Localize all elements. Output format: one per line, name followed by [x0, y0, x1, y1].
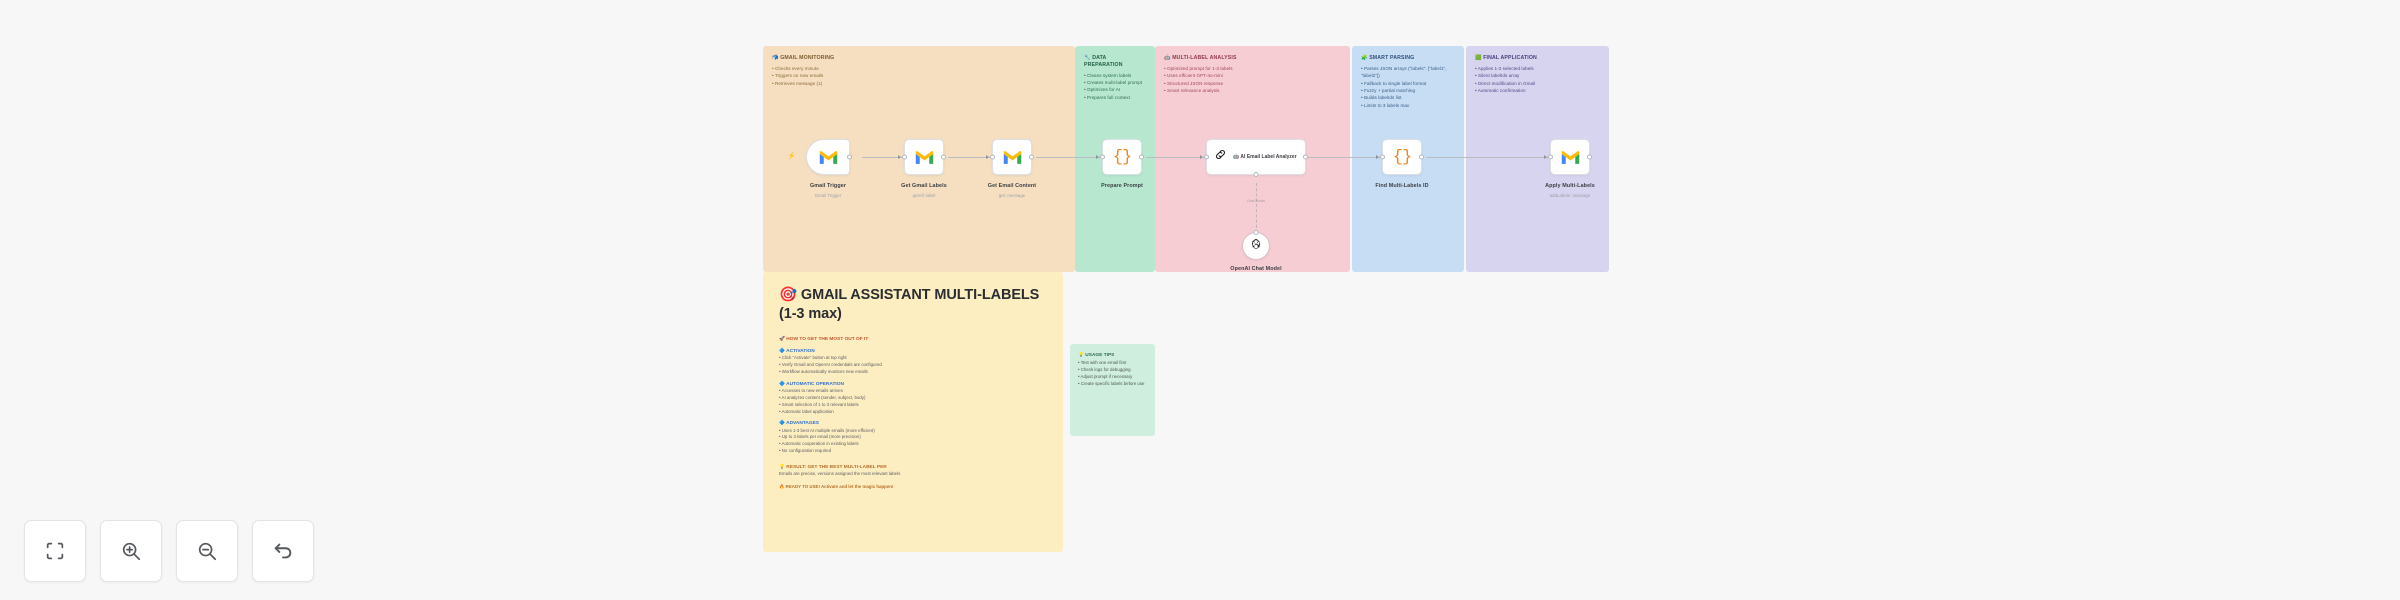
- section-bullet: Accesses to new emails arrives: [779, 388, 1047, 395]
- zoom-out-icon: [196, 540, 218, 562]
- output-port[interactable]: [1029, 154, 1034, 160]
- zone-title: 🤖 MULTI-LABEL ANALYSIS: [1164, 55, 1237, 61]
- zoom-in-button[interactable]: [100, 520, 162, 582]
- tips-title: 💡 USAGE TIPS: [1078, 353, 1115, 358]
- zone-bullet: Automatic confirmation: [1475, 87, 1600, 94]
- node-ai-email-label-analyzer[interactable]: 🤖 AI Email Label Analyzer: [1204, 139, 1308, 177]
- section-bullet: Automatic cooperation in existing labels: [779, 441, 1047, 448]
- section-bullet: Smart selection of 1 to 3 relevant label…: [779, 402, 1047, 409]
- node-label: 🤖 AI Email Label Analyzer: [1233, 153, 1297, 160]
- gmail-icon: [819, 150, 838, 165]
- code-icon: {}: [1112, 147, 1132, 167]
- zone-title: 🧩 SMART PARSING: [1361, 55, 1415, 61]
- tips-bullet: Create specific labels before use: [1078, 380, 1147, 387]
- zone-title: 📬 GMAIL MONITORING: [772, 55, 835, 61]
- zone-bullet: Builds labelIds list: [1361, 94, 1455, 101]
- zone-bullet: Prepares full context: [1084, 94, 1146, 101]
- zone-bullet: Fuzzy + partial matching: [1361, 87, 1455, 94]
- node-get-gmail-labels[interactable]: [902, 139, 946, 175]
- node-find-multi-labels-id[interactable]: {}: [1380, 139, 1424, 175]
- gmail-icon: [1561, 150, 1580, 165]
- zone-bullet: Optimized prompt for 1-3 labels: [1164, 65, 1341, 72]
- input-port[interactable]: [902, 154, 907, 160]
- input-port[interactable]: [1204, 154, 1209, 160]
- sticky-note-usage-tips[interactable]: 💡 USAGE TIPS Test with one email first C…: [1070, 344, 1155, 436]
- section-bullet: Workflow automatically monitors new emai…: [779, 369, 1047, 376]
- output-port[interactable]: [1419, 154, 1424, 160]
- zone-bullet: Applies 1-3 selected labels: [1475, 65, 1600, 72]
- sticky-intro-heading: 🚀 HOW TO GET THE MOST OUT OF IT: [779, 337, 869, 343]
- sticky-note-title: 🎯 GMAIL ASSISTANT MULTI-LABELS (1-3 max): [779, 286, 1047, 323]
- zone-bullet: Cleans system labels: [1084, 72, 1146, 79]
- output-port[interactable]: [847, 154, 852, 160]
- zone-bullet: Optimizes for AI: [1084, 86, 1146, 93]
- chain-link-icon: [1214, 148, 1227, 166]
- sticky-note-title-text: GMAIL ASSISTANT MULTI-LABELS (1-3 max): [779, 287, 1040, 322]
- zoom-in-icon: [120, 540, 142, 562]
- footer-heading: 💡 RESULT: GET THE BEST MULTI-LABEL PER: [779, 464, 887, 470]
- node-gmail-trigger[interactable]: [806, 139, 852, 175]
- node-get-email-content[interactable]: [990, 139, 1034, 175]
- node-prepare-prompt[interactable]: {}: [1100, 139, 1144, 175]
- target-emoji-icon: 🎯: [779, 287, 797, 303]
- input-port[interactable]: [1100, 154, 1105, 160]
- input-port[interactable]: [990, 154, 995, 160]
- canvas-zoom-toolbar: [24, 520, 314, 582]
- zoom-out-button[interactable]: [176, 520, 238, 582]
- section-bullet: Up to 3 labels per email (more precision…: [779, 434, 1047, 441]
- section-bullet: Verify Gmail and OpenAI credentials are …: [779, 362, 1047, 369]
- section-bullet: AI analyzes content (sender, subject, bo…: [779, 395, 1047, 402]
- section-bullet: Uses 1-3 best AI multiple emails (more e…: [779, 428, 1047, 435]
- output-port[interactable]: [1139, 154, 1144, 160]
- code-icon: {}: [1392, 147, 1412, 167]
- zone-title: 🟩 FINAL APPLICATION: [1475, 55, 1537, 61]
- sub-output-port[interactable]: [1253, 172, 1259, 177]
- footer-line: 🔥 READY TO USE! Activate and let the mag…: [779, 483, 894, 489]
- sub-input-port[interactable]: [1253, 230, 1259, 235]
- zone-title: 🔧 DATA PREPARATION: [1084, 55, 1123, 68]
- zone-bullet: Direct modification in Gmail: [1475, 80, 1600, 87]
- footer-line: Emails are precise, versions assigned th…: [779, 471, 901, 477]
- tips-bullet: Test with one email first: [1078, 359, 1147, 366]
- gmail-icon: [1003, 150, 1022, 165]
- tips-bullet: Adjust prompt if necessary: [1078, 373, 1147, 380]
- output-port[interactable]: [941, 154, 946, 160]
- section-heading: 🔷 ACTIVATION: [779, 349, 815, 355]
- node-apply-multi-labels[interactable]: [1548, 139, 1592, 175]
- section-bullet: Automatic label application: [779, 409, 1047, 416]
- section-heading: 🔷 AUTOMATIC OPERATION: [779, 381, 844, 387]
- fit-to-view-icon: [44, 540, 66, 562]
- section-heading: 🔷 ADVANTAGES: [779, 421, 819, 427]
- node-openai-chat-model[interactable]: [1242, 230, 1270, 260]
- zone-bullet: Uses efficient GPT-4o-mini: [1164, 72, 1341, 79]
- output-port[interactable]: [1587, 154, 1592, 160]
- zone-bullet: Creates multi-label prompt: [1084, 79, 1146, 86]
- zoom-to-fit-button[interactable]: [24, 520, 86, 582]
- section-bullet: No configuration required: [779, 448, 1047, 455]
- zone-bullet: Structured JSON response: [1164, 80, 1341, 87]
- zone-bullet: Smart relevance analysis: [1164, 87, 1341, 94]
- zone-bullet: Silent labelIds array: [1475, 72, 1600, 79]
- zone-bullet: Fallback to single label format: [1361, 80, 1455, 87]
- zone-bullet: Limits to 3 labels max: [1361, 102, 1455, 109]
- zone-bullet: Checks every minute: [772, 65, 1066, 72]
- undo-arrow-icon: [272, 540, 294, 562]
- openai-icon: [1250, 237, 1262, 255]
- input-port[interactable]: [1548, 154, 1553, 160]
- gmail-icon: [915, 150, 934, 165]
- reset-zoom-button[interactable]: [252, 520, 314, 582]
- tips-bullet: Check logs for debugging: [1078, 366, 1147, 373]
- output-port[interactable]: [1303, 154, 1308, 160]
- zone-bullet: Parses JSON arrays ("labels": ["label1",…: [1361, 65, 1455, 80]
- input-port[interactable]: [1380, 154, 1385, 160]
- section-bullet: Click "Activate" button at top right: [779, 355, 1047, 362]
- zone-bullet: Retrieves message (1): [772, 80, 1066, 87]
- zone-bullet: Triggers on new emails: [772, 72, 1066, 79]
- sticky-note-main[interactable]: 🎯 GMAIL ASSISTANT MULTI-LABELS (1-3 max)…: [763, 272, 1063, 552]
